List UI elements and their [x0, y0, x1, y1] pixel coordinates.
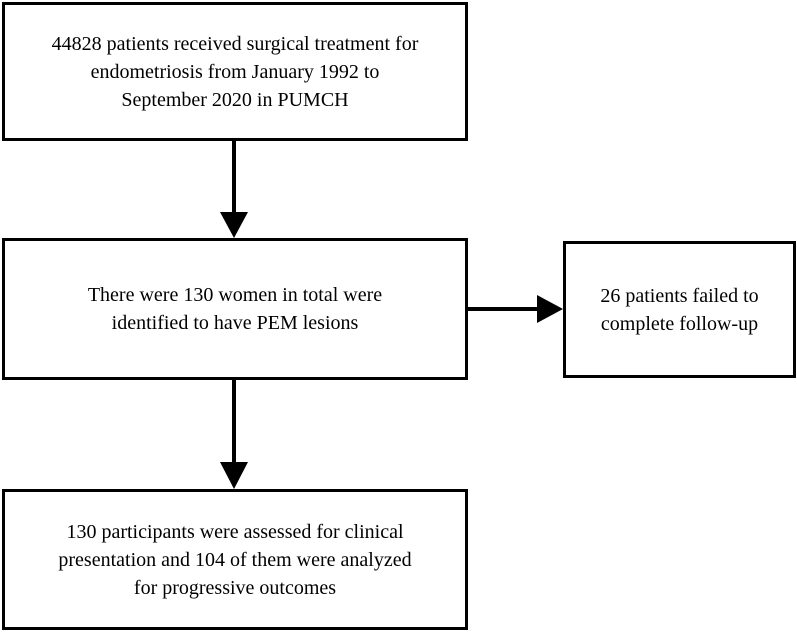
arrow-surgical-to-pem [220, 141, 248, 238]
flow-box-surgical-treatment-text: 44828 patients received surgical treatme… [51, 32, 419, 111]
flow-box-participants: 130 participants were assessed for clini… [2, 489, 468, 630]
arrow-pem-to-lost-followup [468, 295, 563, 323]
flow-box-pem-identified: There were 130 women in total were ident… [2, 238, 468, 380]
arrow-pem-to-participants [220, 380, 248, 489]
flow-box-participants-text: 130 participants were assessed for clini… [58, 520, 412, 599]
flow-box-lost-followup-text: 26 patients failed to complete follow-up [600, 284, 759, 335]
flow-box-pem-identified-text: There were 130 women in total were ident… [87, 284, 383, 334]
flow-box-lost-followup: 26 patients failed to complete follow-up [563, 241, 796, 378]
flow-box-surgical-treatment: 44828 patients received surgical treatme… [2, 2, 468, 141]
